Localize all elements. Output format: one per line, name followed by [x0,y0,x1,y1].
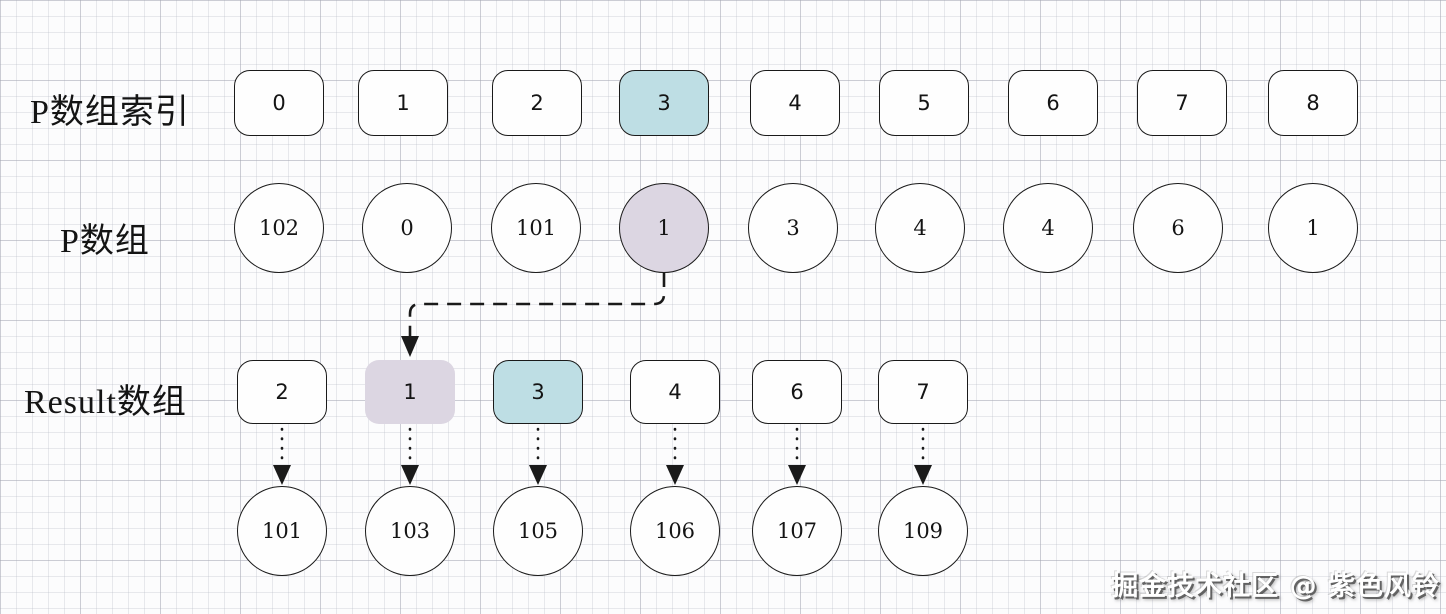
index-box: 8 [1268,70,1358,136]
value-circle: 106 [630,486,720,576]
p-circle: 4 [875,183,965,273]
index-box: 0 [234,70,324,136]
p-circle: 1 [619,183,709,273]
p-circle: 102 [234,183,324,273]
result-box: 4 [630,360,720,424]
value-circle: 107 [752,486,842,576]
p-row-label: P数组 [60,223,150,260]
result-box: 1 [365,360,455,424]
p-circle: 4 [1003,183,1093,273]
p-circle: 0 [362,183,452,273]
index-row-label: P数组索引 [30,94,190,131]
value-circle: 103 [365,486,455,576]
index-box: 2 [492,70,582,136]
watermark: 掘金技术社区 @ 紫色风铃 [1111,571,1440,602]
result-box: 6 [752,360,842,424]
result-box: 7 [878,360,968,424]
result-row-label: Result数组 [24,384,187,421]
index-box: 1 [358,70,448,136]
index-box: 3 [619,70,709,136]
p-circle: 101 [491,183,581,273]
p-circle: 1 [1268,183,1358,273]
index-box: 5 [879,70,969,136]
p-circle: 3 [748,183,838,273]
p-circle: 6 [1133,183,1223,273]
value-circle: 105 [493,486,583,576]
result-box: 2 [237,360,327,424]
index-box: 4 [750,70,840,136]
index-box: 6 [1008,70,1098,136]
index-box: 7 [1137,70,1227,136]
value-circle: 101 [237,486,327,576]
value-circle: 109 [878,486,968,576]
result-box: 3 [493,360,583,424]
